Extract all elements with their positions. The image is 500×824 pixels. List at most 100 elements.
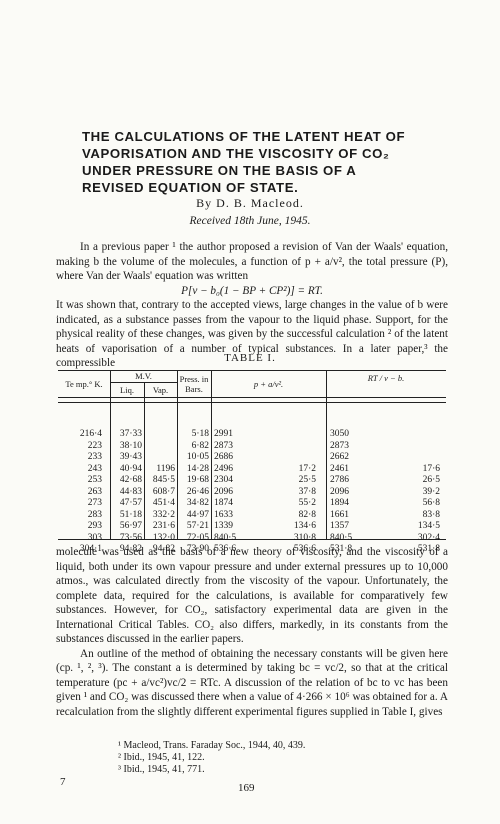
cell: 845·5 [152,475,175,485]
header-rt-vb: RT / v − b. [367,373,405,383]
cell: 134·6 [293,521,316,531]
cell: 1357 [330,521,349,531]
cell: 1894 [330,498,349,508]
footnote: ² Ibid., 1945, 41, 122. [118,752,205,763]
page-number: 169 [238,782,255,794]
cell: 42·68 [119,475,142,485]
cell [278,429,316,441]
cell: 310·8 [293,532,316,543]
cell: 2096 [214,486,233,497]
cell: 223 [87,440,102,451]
table-rule [58,402,446,403]
header-p-a-v2: p + a/v². [253,379,284,389]
header-temp: Te mp.° K. [65,379,103,389]
cell [146,441,175,453]
cell: 57·21 [186,521,209,531]
cell: 3050 [330,429,349,439]
cell: 73·90 [186,544,209,554]
column-divider [110,370,111,539]
cell: 263 [87,486,102,497]
header-press: Press. in Bars. [179,374,209,394]
cell: 2873 [330,440,349,451]
cell: 840·5 [214,532,237,543]
cell: 243 [87,463,102,474]
cell: 2461 [330,463,349,474]
cell: 531·8 [330,544,353,554]
paragraph: molecule was used as the basis of a new … [56,546,448,645]
cell: 536·6 [293,544,316,554]
cell: 1339 [214,521,233,531]
cell: 26·5 [422,475,440,485]
cell: 2096 [330,486,349,497]
title-line: VAPORISATION AND THE VISCOSITY OF CO₂ [82,146,390,161]
equation: P[v − b₀(1 − BP + CP²)] = RT. [181,284,323,297]
cell: 2496 [214,463,233,474]
cell: 40·94 [119,463,142,474]
cell: 10·05 [186,452,209,462]
cell: 82·8 [298,509,316,520]
cell [400,429,440,441]
data-table: Te mp.° K. M.V. Liq. Vap. Press. in Bars… [58,370,446,554]
cell [400,452,440,464]
cell: 6·82 [191,440,209,451]
cell: 303 [87,532,102,543]
cell: 2662 [330,452,349,462]
cell: 26·46 [186,486,209,497]
cell: 44·83 [119,486,142,497]
cell: 17·6 [422,463,440,474]
cell: 83·8 [422,509,440,520]
cell: 2304 [214,475,233,485]
footnote: ¹ Macleod, Trans. Faraday Soc., 1944, 40… [118,740,306,751]
cell: 216·4 [79,429,102,439]
signature-mark: 7 [60,776,66,788]
column-divider [326,370,327,539]
table-rule [58,397,446,398]
cell: 94·82 [152,544,175,554]
cell: 2686 [214,452,233,462]
cell: 56·8 [422,498,440,508]
title-line: THE CALCULATIONS OF THE LATENT HEAT OF [82,129,406,144]
cell: 293 [87,521,102,531]
column-divider [144,382,145,539]
cell: 531·8 [417,544,440,554]
cell: 1633 [214,509,233,520]
cell: 253 [87,475,102,485]
author-byline: By D. B. Macleod. [196,196,304,210]
cell: 2991 [214,429,233,439]
paragraph: It was shown that, contrary to the accep… [56,299,448,369]
table-rule [110,382,177,383]
column-divider [177,370,178,539]
cell: 273 [87,498,102,508]
cell: 233 [87,452,102,462]
header-vap: Vap. [152,385,169,395]
cell: 17·2 [298,463,316,474]
cell [278,452,316,464]
cell: 39·2 [422,486,440,497]
cell: 47·57 [119,498,142,508]
cell: 231·6 [152,521,175,531]
cell: 1661 [330,509,349,520]
cell: 1874 [214,498,233,508]
cell: 304·1 [79,544,102,554]
cell: 5·18 [191,429,209,439]
cell: 94·82 [119,544,142,554]
cell: 332·2 [152,509,175,520]
header-mv: M.V. [135,371,152,381]
cell: 2786 [330,475,349,485]
cell: 536·6 [214,544,237,554]
cell: 55·2 [298,498,316,508]
article-title: THE CALCULATIONS OF THE LATENT HEAT OF V… [82,128,422,196]
cell: 51·18 [119,509,142,520]
table-caption: TABLE I. [224,352,276,364]
received-date: Received 18th June, 1945. [189,215,311,227]
cell: 38·10 [119,440,142,451]
cell: 37·8 [298,486,316,497]
cell: 37·33 [119,429,142,439]
cell: 56·97 [119,521,142,531]
cell [278,441,316,453]
title-line: UNDER PRESSURE ON THE BASIS OF A [82,163,357,178]
